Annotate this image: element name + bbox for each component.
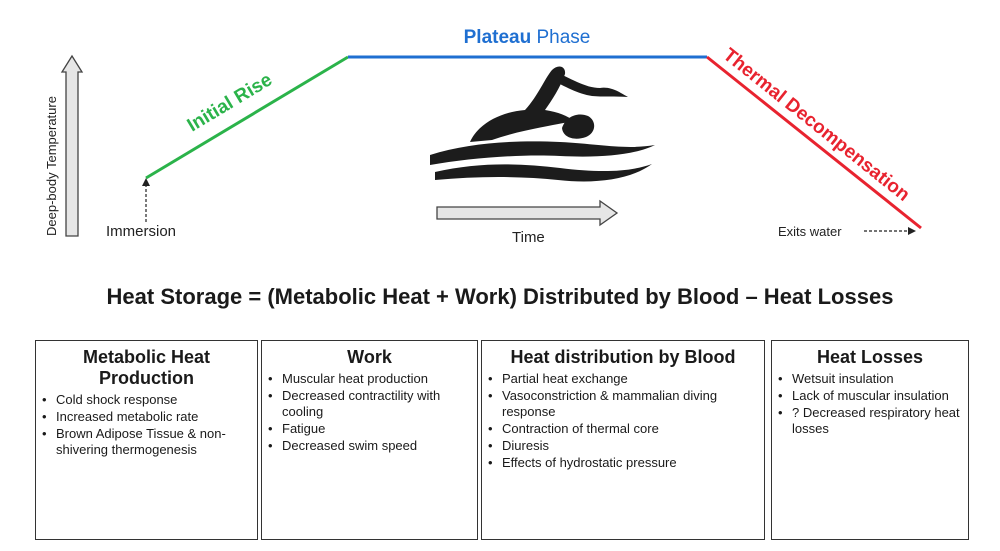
exits-water-arrow	[864, 227, 916, 235]
swimmer-icon	[430, 66, 655, 182]
list-item: Partial heat exchange	[488, 371, 758, 387]
list-item: Wetsuit insulation	[778, 371, 962, 387]
list-item: Increased metabolic rate	[42, 409, 251, 425]
right-arrow-icon	[436, 199, 619, 227]
list-item: Cold shock response	[42, 392, 251, 408]
list-item: Lack of muscular insulation	[778, 388, 962, 404]
work-title: Work	[347, 347, 392, 367]
list-item: Diuresis	[488, 438, 758, 454]
metabolic-heat-list: Cold shock response Increased metabolic …	[42, 392, 251, 458]
exits-water-label: Exits water	[778, 224, 842, 239]
plateau-word-1: Plateau	[464, 27, 532, 48]
decompensation-line	[706, 55, 922, 230]
list-item: Muscular heat production	[268, 371, 471, 387]
work-list: Muscular heat production Decreased contr…	[268, 371, 471, 454]
heat-losses-box: Heat Losses Wetsuit insulation Lack of m…	[771, 340, 969, 540]
work-box: Work Muscular heat production Decreased …	[261, 340, 478, 540]
list-item: Decreased swim speed	[268, 438, 471, 454]
temperature-phase-diagram: Deep-body Temperature Initial Rise Plate…	[44, 27, 922, 246]
list-item: Fatigue	[268, 421, 471, 437]
list-item: Contraction of thermal core	[488, 421, 758, 437]
initial-rise-line	[145, 55, 349, 180]
up-arrow-icon	[60, 54, 84, 237]
immersion-marker	[142, 178, 150, 222]
list-item: Brown Adipose Tissue & non-shivering the…	[42, 426, 251, 458]
immersion-label: Immersion	[106, 223, 176, 240]
y-axis-label: Deep-body Temperature	[44, 96, 59, 236]
heat-distribution-title: Heat distribution by Blood	[510, 347, 736, 367]
list-item: ? Decreased respiratory heat losses	[778, 405, 962, 437]
heat-distribution-box: Heat distribution by Blood Partial heat …	[481, 340, 765, 540]
thermal-decompensation-label: Thermal Decompensation	[719, 44, 914, 205]
heat-storage-equation: Heat Storage = (Metabolic Heat + Work) D…	[106, 284, 894, 309]
x-axis-label: Time	[512, 229, 545, 246]
list-item: Vasoconstriction & mammalian diving resp…	[488, 388, 758, 420]
plateau-word-2: Phase	[537, 27, 591, 48]
list-item: Decreased contractility with cooling	[268, 388, 471, 420]
metabolic-heat-box: Metabolic Heat Production Cold shock res…	[35, 340, 258, 540]
heat-distribution-list: Partial heat exchange Vasoconstriction &…	[488, 371, 758, 471]
list-item: Effects of hydrostatic pressure	[488, 455, 758, 471]
heat-losses-list: Wetsuit insulation Lack of muscular insu…	[778, 371, 962, 437]
heat-losses-title: Heat Losses	[816, 347, 924, 367]
metabolic-heat-title: Metabolic Heat Production	[82, 347, 211, 388]
plateau-label: Plateau Phase	[464, 27, 591, 48]
